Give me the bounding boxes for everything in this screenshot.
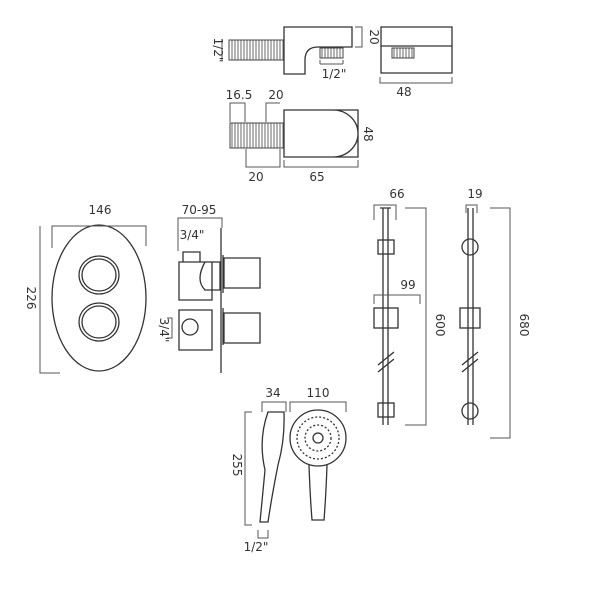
valve-front-view: 146 226 <box>24 203 147 374</box>
dim-handset-length: 255 <box>230 454 244 477</box>
dim-slider-width: 99 <box>400 278 415 292</box>
dim-rail-diameter: 19 <box>467 187 482 201</box>
dim-pitch-2: 20 <box>268 88 283 102</box>
dim-depth: 65 <box>309 170 324 184</box>
riser-rail-side: 19 680 <box>459 187 531 439</box>
dim-top-thread: 3/4" <box>180 228 205 242</box>
dim-side-thread: 3/4" <box>157 318 171 343</box>
dim-inlet-thread: 1/2" <box>211 38 225 63</box>
dim-projection: 70-95 <box>182 203 217 217</box>
dim-overall-length: 680 <box>517 314 531 337</box>
dim-pitch-1: 16.5 <box>226 88 253 102</box>
wall-outlet-top-view: 16.5 20 20 65 48 <box>226 88 375 184</box>
handset-side-view: 34 255 1/2" <box>230 386 287 554</box>
dim-outlet-thread: 1/2" <box>322 67 347 81</box>
wall-outlet-front-view: 48 <box>379 26 453 99</box>
wall-outlet-side-view: 20 1/2" 1/2" <box>211 26 381 81</box>
dim-width: 48 <box>396 85 411 99</box>
dim-depth-width: 48 <box>361 126 375 141</box>
dim-valve-height: 226 <box>24 287 38 310</box>
valve-side-view: 70-95 3/4" 3/4" <box>157 203 261 373</box>
dim-valve-width: 146 <box>89 203 112 217</box>
dim-bracket-width: 66 <box>389 187 404 201</box>
dim-height: 20 <box>367 29 381 44</box>
dim-head-diameter: 110 <box>307 386 330 400</box>
dim-rail-length: 600 <box>433 314 447 337</box>
dim-pitch-3: 20 <box>248 170 263 184</box>
handset-front-view: 110 <box>289 386 347 521</box>
riser-rail-front: 66 99 600 <box>373 187 447 426</box>
dim-handset-depth: 34 <box>265 386 280 400</box>
dim-handset-thread: 1/2" <box>244 540 269 554</box>
